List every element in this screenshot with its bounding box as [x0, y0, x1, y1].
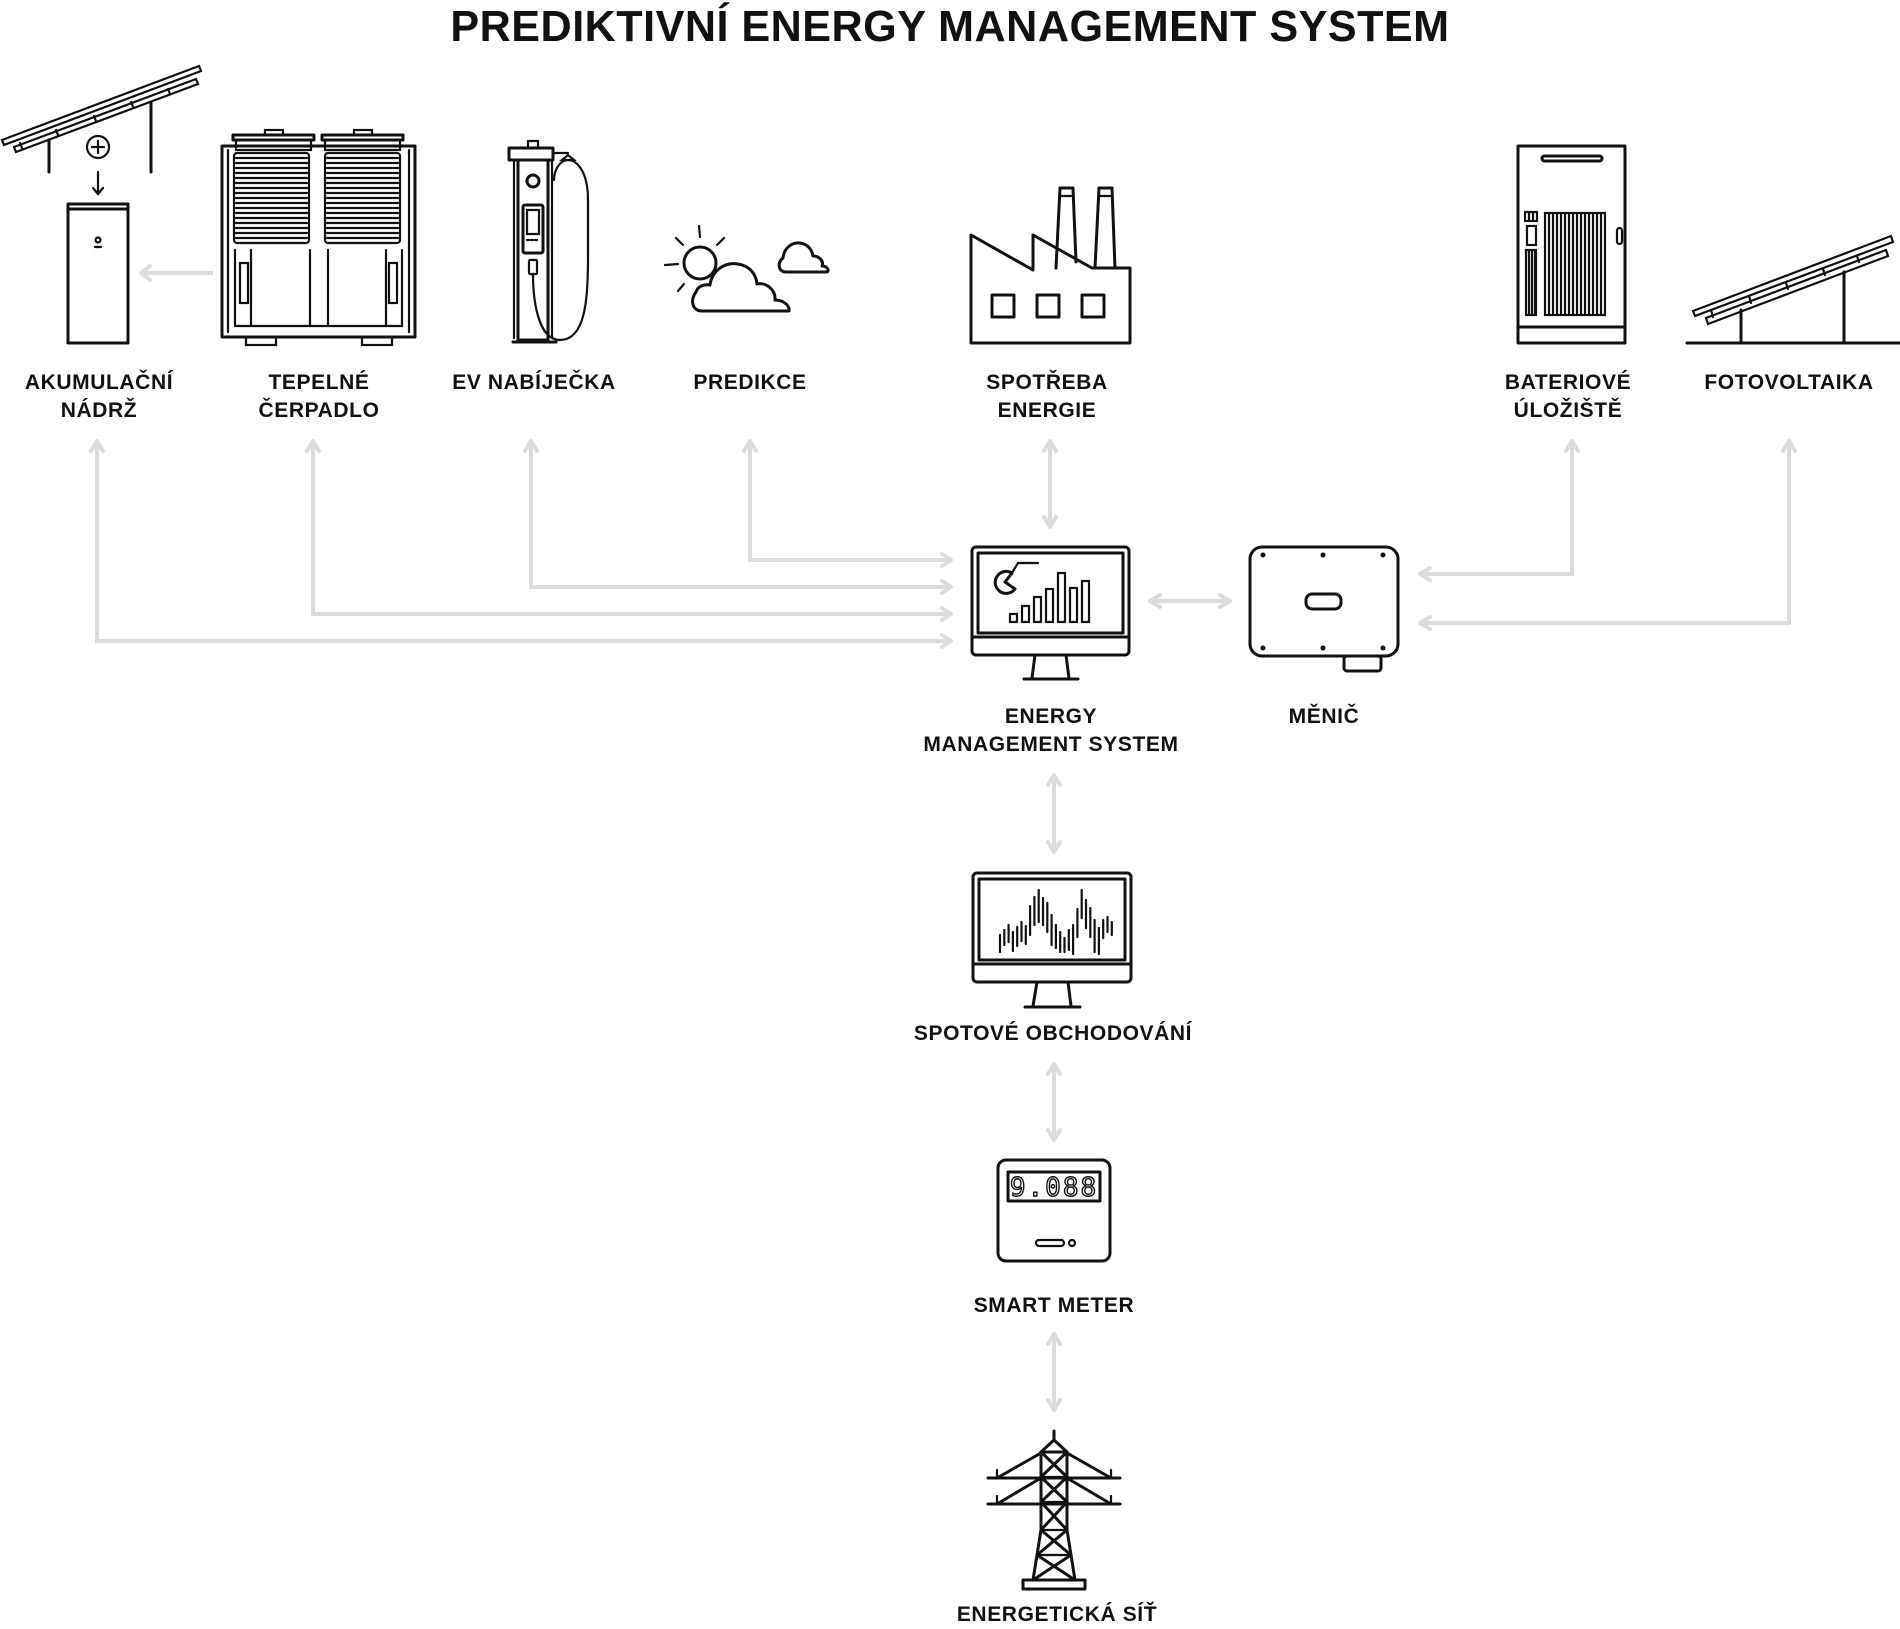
- connector-tank-ems: [89, 439, 953, 649]
- factory-icon: [969, 186, 1132, 345]
- plus-circle-icon: [85, 134, 111, 160]
- label-line: ENERGETICKÁ SÍŤ: [956, 1603, 1158, 1626]
- label-smart-meter: SMART METER: [974, 1292, 1135, 1320]
- storage-tank-icon: [66, 202, 130, 345]
- connector-prediction-ems: [742, 439, 953, 568]
- label-ev-nabijecka: EV NABÍJEČKA: [452, 369, 616, 397]
- label-line: NÁDRŽ: [60, 399, 138, 422]
- bar-glyph: [1068, 586, 1079, 624]
- label-line: SPOTOVÉ OBCHODOVÁNÍ: [913, 1022, 1193, 1045]
- sun-icon: [663, 224, 726, 293]
- label-predikce: PREDIKCE: [693, 369, 806, 397]
- pv-array-icon: [1685, 234, 1900, 345]
- grille-frame: [232, 151, 311, 245]
- label-akumulacni-nadrz: AKUMULAČNÍ NÁDRŽ: [25, 369, 173, 425]
- heat-pump-grille: [232, 151, 402, 245]
- label-line: FOTOVOLTAIKA: [1704, 371, 1874, 394]
- connector-heatpump-ems: [305, 439, 953, 622]
- connector-ems-spottrading: [1046, 773, 1062, 854]
- monitor-dashboard-icon: [970, 545, 1131, 681]
- solar-panel-and-storage-tank-icon: [0, 64, 203, 345]
- label-line: SPOTŘEBA: [986, 371, 1108, 394]
- battery-vents: [1524, 211, 1607, 317]
- label-line: MĚNIČ: [1288, 705, 1360, 728]
- bar-glyph: [1008, 612, 1019, 624]
- label-line: EV NABÍJEČKA: [452, 371, 616, 394]
- connector-ems-inverter: [1148, 593, 1232, 609]
- label-fotovoltaika: FOTOVOLTAIKA: [1704, 369, 1873, 397]
- monitor-candlestick-icon: [971, 871, 1133, 1009]
- label-line: BATERIOVÉ: [1504, 371, 1632, 394]
- label-tepelne-cerpadlo: TEPELNÉ ČERPADLO: [258, 369, 379, 425]
- grille-frame: [323, 151, 402, 245]
- connector-spottrading-meter: [1046, 1062, 1062, 1142]
- diagram-title: PREDIKTIVNÍ ENERGY MANAGEMENT SYSTEM: [450, 2, 1450, 51]
- label-bateriove-uloziste: BATERIOVÉ ÚLOŽIŠTĚ: [1505, 369, 1631, 425]
- smart-meter-icon: 9.088: [996, 1158, 1112, 1263]
- small-cloud-icon: [777, 241, 830, 274]
- label-line: TEPELNÉ: [268, 371, 370, 394]
- connector-battery-inverter: [1418, 439, 1580, 582]
- power-pylon-icon: [986, 1429, 1122, 1591]
- label-line: ENERGIE: [997, 399, 1097, 422]
- cloud-icon: [691, 262, 791, 313]
- bar-glyph: [1056, 571, 1067, 624]
- down-arrow-icon: [91, 170, 105, 196]
- bar-chart-glyph: [1008, 571, 1091, 624]
- solar-panel-icon: [0, 64, 203, 174]
- label-spotreba-energie: SPOTŘEBA ENERGIE: [986, 369, 1107, 425]
- label-line: ENERGY: [1004, 705, 1098, 728]
- ev-charger-icon: [507, 139, 590, 344]
- bar-glyph: [1032, 595, 1043, 624]
- label-ems: ENERGY MANAGEMENT SYSTEM: [923, 703, 1178, 759]
- connector-pv-inverter: [1418, 439, 1797, 631]
- label-line: AKUMULAČNÍ: [24, 371, 174, 394]
- connector-meter-grid: [1046, 1332, 1062, 1412]
- label-line: MANAGEMENT SYSTEM: [923, 733, 1179, 756]
- label-line: ČERPADLO: [258, 399, 380, 422]
- label-spotove-obchodovani: SPOTOVÉ OBCHODOVÁNÍ: [914, 1020, 1192, 1048]
- weather-forecast-icon: [663, 224, 830, 313]
- label-energeticka-sit: ENERGETICKÁ SÍŤ: [957, 1601, 1157, 1629]
- connector-evcharger-ems: [523, 439, 953, 595]
- label-line: ÚLOŽIŠTĚ: [1513, 399, 1623, 422]
- inverter-icon: [1248, 545, 1400, 673]
- bar-glyph: [1020, 604, 1031, 624]
- bar-glyph: [1080, 579, 1091, 624]
- bar-glyph: [1044, 587, 1055, 624]
- connector-consumption-ems: [1042, 439, 1058, 529]
- vent-frame: [1543, 211, 1607, 317]
- meter-display: 9.088: [1010, 1173, 1098, 1203]
- label-line: SMART METER: [973, 1294, 1135, 1317]
- connectors: [89, 264, 1797, 1412]
- battery-cabinet-icon: [1516, 144, 1627, 345]
- candlestick-chart-glyph: [998, 888, 1113, 956]
- label-menic: MĚNIČ: [1289, 703, 1360, 731]
- connector-heatpump-to-tank: [139, 264, 213, 282]
- heat-pump-icon: [220, 128, 417, 347]
- label-line: PREDIKCE: [693, 371, 807, 394]
